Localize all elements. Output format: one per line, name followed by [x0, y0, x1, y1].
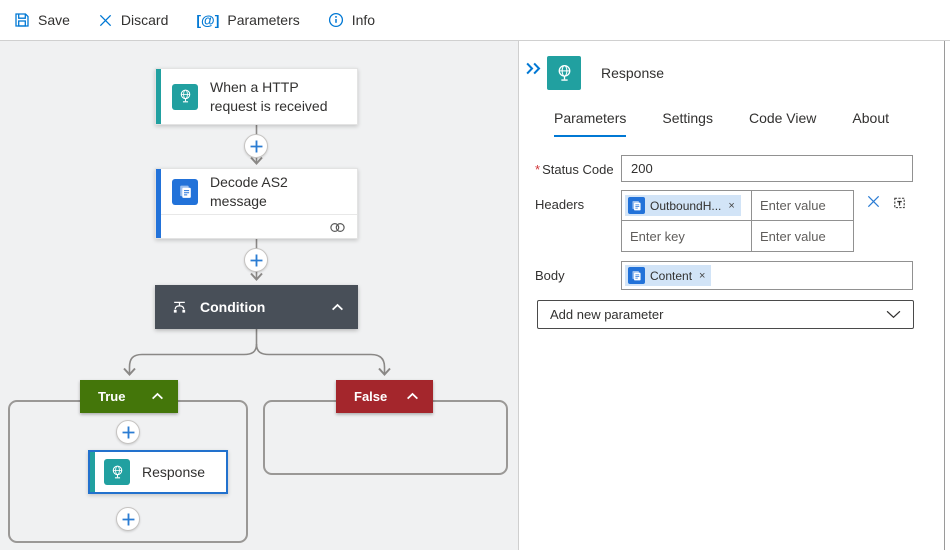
chevron-up-icon [407, 392, 418, 400]
tab-label: About [852, 110, 889, 126]
x-delete-icon [867, 195, 880, 208]
trigger-title: When a HTTP request is received [210, 78, 328, 114]
headers-text-mode-button[interactable] [892, 195, 907, 215]
decode-title: Decode AS2 message [210, 173, 288, 209]
plus-icon [122, 513, 134, 525]
add-new-parameter-label: Add new parameter [550, 307, 664, 322]
required-marker: * [535, 162, 541, 177]
http-request-globe-icon [172, 83, 198, 110]
token-remove-icon[interactable]: × [728, 199, 735, 212]
plus-icon [250, 254, 262, 266]
headers-value-input-2[interactable] [752, 221, 853, 251]
tab-about[interactable]: About [852, 110, 889, 137]
tab-settings[interactable]: Settings [662, 110, 713, 137]
token-outbound-headers[interactable]: OutboundH... × [625, 195, 741, 216]
token-remove-icon[interactable]: × [699, 269, 706, 282]
parameters-label: Parameters [227, 12, 300, 28]
token-label: Content [650, 268, 693, 283]
floppy-disk-icon [15, 13, 29, 27]
connection-link-icon[interactable] [328, 221, 347, 234]
headers-value-input-1[interactable] [752, 191, 853, 220]
false-branch-label: False [354, 389, 388, 404]
as2-documents-icon [172, 178, 198, 205]
chevron-up-icon[interactable] [331, 303, 344, 312]
discard-label: Discard [120, 12, 169, 28]
discard-button[interactable]: Discard [98, 12, 168, 28]
panel-tabs: Parameters Settings Code View About [554, 110, 889, 137]
status-code-label: *Status Code [535, 162, 614, 177]
plus-icon [122, 426, 134, 438]
panel-title: Response [601, 65, 665, 81]
insert-step-button-2[interactable] [244, 248, 268, 272]
collapse-panel-button[interactable] [525, 62, 542, 80]
info-circle-icon [328, 12, 343, 28]
tab-label: Settings [662, 110, 713, 126]
response-accent-bar [90, 452, 95, 492]
headers-key-value-grid: OutboundH... × [621, 190, 854, 252]
insert-step-button-1[interactable] [244, 134, 268, 158]
true-branch-label: True [98, 389, 126, 404]
headers-delete-button[interactable] [866, 194, 881, 214]
info-button[interactable]: Info [328, 12, 375, 28]
status-code-input[interactable] [621, 155, 913, 182]
body-input[interactable]: Content × [621, 261, 913, 290]
action-node-response[interactable]: Response [88, 450, 228, 494]
true-branch-header[interactable]: True [80, 380, 178, 413]
condition-node[interactable]: Condition [155, 285, 358, 329]
token-label: OutboundH... [650, 198, 722, 213]
headers-value-cell-1 [752, 191, 853, 221]
info-label: Info [351, 12, 376, 28]
response-node-title: Response [142, 463, 206, 480]
action-details-panel: Response Parameters Settings Code View A… [520, 41, 945, 550]
decode-accent-bar [156, 169, 161, 238]
body-label: Body [535, 268, 565, 283]
x-mark-icon [99, 14, 112, 26]
trigger-accent-bar [156, 69, 161, 124]
plus-icon [250, 140, 262, 152]
as2-documents-icon [628, 197, 645, 214]
insert-step-button-true-1[interactable] [116, 420, 140, 444]
tab-label: Parameters [554, 110, 627, 126]
at-brackets-icon: [@] [196, 12, 220, 28]
condition-title: Condition [200, 299, 266, 315]
tab-parameters[interactable]: Parameters [554, 110, 627, 137]
save-button[interactable]: Save [14, 12, 70, 28]
branch-icon [173, 301, 186, 313]
headers-key-input-2[interactable] [622, 221, 751, 251]
workflow-canvas[interactable]: When a HTTP request is received Decode A… [0, 41, 519, 550]
http-response-globe-icon [104, 459, 130, 485]
tab-code-view[interactable]: Code View [749, 110, 816, 137]
parameters-button[interactable]: [@] Parameters [196, 12, 299, 28]
http-response-globe-icon [547, 56, 581, 90]
as2-documents-icon [628, 267, 645, 284]
headers-key-cell-1[interactable]: OutboundH... × [622, 191, 752, 221]
tab-label: Code View [748, 110, 817, 126]
designer-toolbar: Save Discard [@] Parameters Info [0, 0, 950, 41]
insert-step-button-true-2[interactable] [116, 507, 140, 531]
headers-value-cell-2 [752, 221, 853, 251]
chevron-up-icon [152, 392, 163, 400]
trigger-node-http-request[interactable]: When a HTTP request is received [155, 68, 358, 125]
switch-to-text-mode-icon [894, 197, 905, 209]
save-label: Save [38, 12, 70, 28]
headers-key-cell-2 [622, 221, 752, 251]
double-chevron-right-icon [526, 62, 541, 75]
add-new-parameter-dropdown[interactable]: Add new parameter [537, 300, 914, 329]
false-branch-header[interactable]: False [336, 380, 433, 413]
headers-label: Headers [535, 197, 585, 212]
token-content[interactable]: Content × [625, 265, 712, 286]
chevron-down-icon [886, 310, 901, 319]
action-node-decode-as2[interactable]: Decode AS2 message [155, 168, 358, 239]
